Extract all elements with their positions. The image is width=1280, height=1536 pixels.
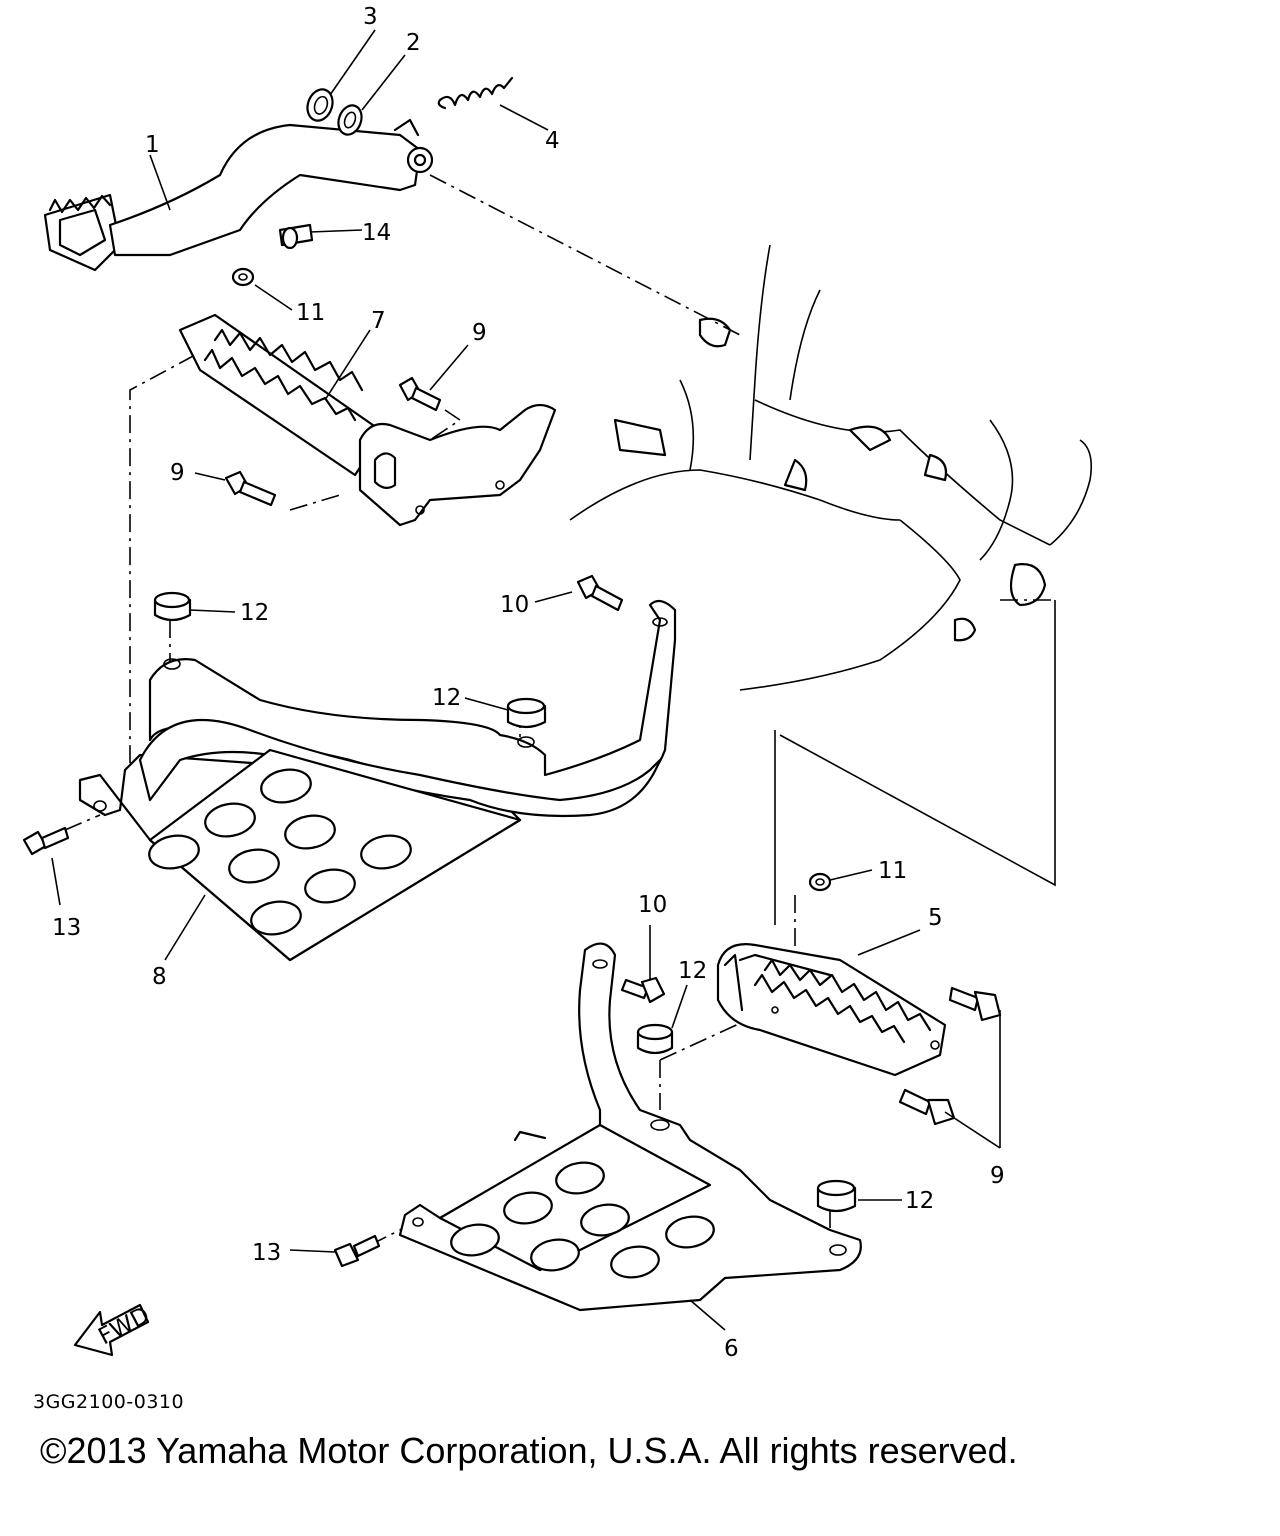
callout-12-d: 12: [905, 1188, 934, 1214]
callout-1: 1: [145, 132, 160, 158]
callout-12-c: 12: [678, 958, 707, 984]
callout-2: 2: [406, 30, 421, 56]
return-spring: [437, 76, 514, 110]
callout-6: 6: [724, 1336, 739, 1362]
bolt-13-left: [22, 826, 70, 856]
fwd-label: FWD: [94, 1302, 154, 1350]
bolts: [22, 376, 1002, 1268]
callout-5: 5: [928, 905, 943, 931]
grommets: [153, 591, 857, 1213]
callout-8: 8: [152, 964, 167, 990]
fwd-arrow-icon: FWD: [73, 1302, 154, 1357]
callout-12-a: 12: [240, 600, 269, 626]
callout-9-right: 9: [990, 1163, 1005, 1189]
callouts: 1 2 3 4 14 11 7 9 9 12 10 12 13 8 11 5 1…: [52, 4, 1005, 1362]
bolt-13-lower: [333, 1234, 381, 1268]
callout-10-upper: 10: [500, 592, 529, 618]
callout-14: 14: [362, 220, 391, 246]
callout-4: 4: [545, 128, 560, 154]
pedal-pin: [278, 223, 314, 250]
bolt-10-lower: [620, 976, 666, 1004]
callout-12-b: 12: [432, 685, 461, 711]
callout-10-lower: 10: [638, 892, 667, 918]
nuts: [231, 267, 832, 892]
footboard-upper: [78, 599, 677, 962]
callout-13-lower: 13: [252, 1240, 281, 1266]
callout-9-upper: 9: [472, 320, 487, 346]
diagram-part-code: 3GG2100-0310: [33, 1391, 185, 1413]
callout-3: 3: [363, 4, 378, 30]
exploded-parts-diagram: FWD 1 2 3 4 14 11 7 9 9 12 10 12 13 8 11…: [22, 4, 1093, 1362]
brake-pedal: [43, 118, 434, 272]
callout-9-left: 9: [170, 460, 185, 486]
left-footrest: [716, 943, 947, 1077]
callout-7: 7: [371, 308, 386, 334]
callout-11-upper: 11: [296, 300, 325, 326]
copyright-notice: ©2013 Yamaha Motor Corporation, U.S.A. A…: [40, 1430, 1018, 1471]
bolt-10-upper: [576, 574, 624, 612]
bolt-9-left: [224, 470, 277, 507]
bolt-9-right-lower: [898, 1088, 956, 1126]
bolt-9-upper: [398, 376, 442, 412]
callout-13-left: 13: [52, 915, 81, 941]
right-footrest: [178, 313, 557, 527]
footboard-lower: [398, 942, 862, 1312]
bolt-9-right-upper: [948, 986, 1002, 1022]
leader-lines: [51, 29, 1001, 1331]
washer-and-clip: [306, 88, 363, 136]
frame-outline: [569, 244, 1093, 925]
callout-11-lower: 11: [878, 858, 907, 884]
